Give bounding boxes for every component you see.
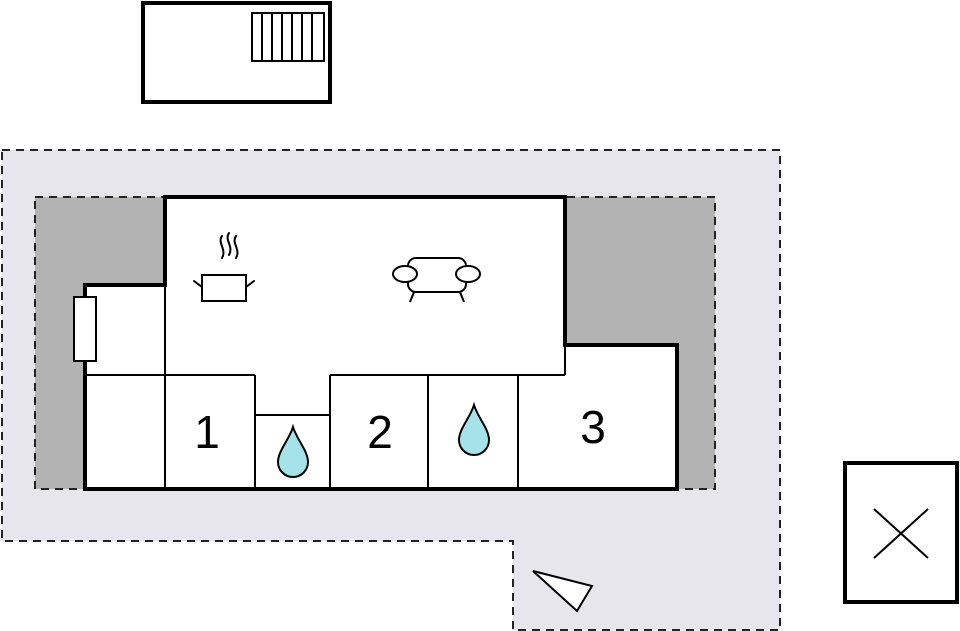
room-number-1: 1 — [194, 406, 220, 458]
water-drop-icon — [276, 423, 310, 478]
room-number-2: 2 — [367, 406, 393, 458]
cooking-pot-icon — [193, 232, 255, 302]
entrance-door-icon — [73, 296, 97, 362]
house-outline — [83, 195, 679, 491]
interior-walls — [85, 285, 566, 489]
room-number-3: 3 — [580, 401, 606, 453]
water-drop-icon — [457, 401, 491, 456]
stairs-icon — [251, 12, 325, 62]
camera-view-icon — [532, 570, 594, 613]
sofa-icon — [392, 257, 481, 303]
cross-mark — [873, 508, 929, 559]
